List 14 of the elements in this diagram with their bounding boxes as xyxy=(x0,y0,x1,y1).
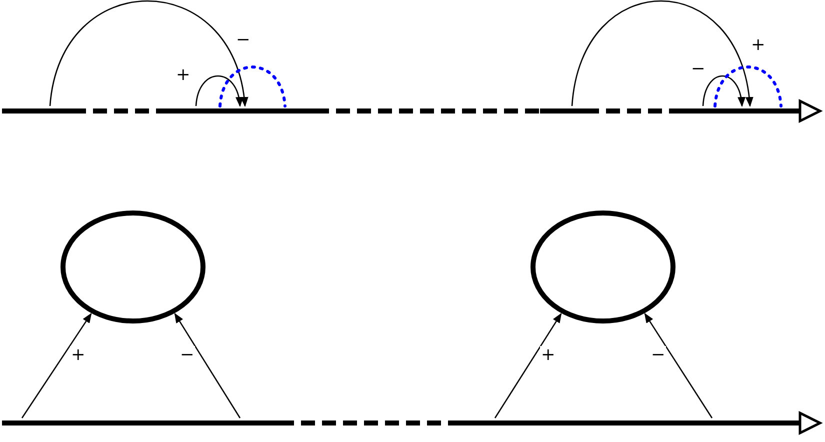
arc-arrow xyxy=(21,312,92,418)
arc-arrow xyxy=(195,75,243,107)
arc-arrow xyxy=(644,312,713,418)
arc-arrow xyxy=(174,312,241,418)
axis-line xyxy=(2,410,823,436)
arc-arrow xyxy=(494,312,562,418)
arc-arrow xyxy=(49,0,248,107)
loop-ellipse xyxy=(530,210,676,324)
loop-ellipse xyxy=(60,210,206,324)
arc-arrow xyxy=(702,75,745,107)
axis-line xyxy=(2,98,823,124)
dotted-arc xyxy=(714,66,782,108)
arc-arrow xyxy=(571,0,752,107)
dotted-arc xyxy=(218,66,286,108)
